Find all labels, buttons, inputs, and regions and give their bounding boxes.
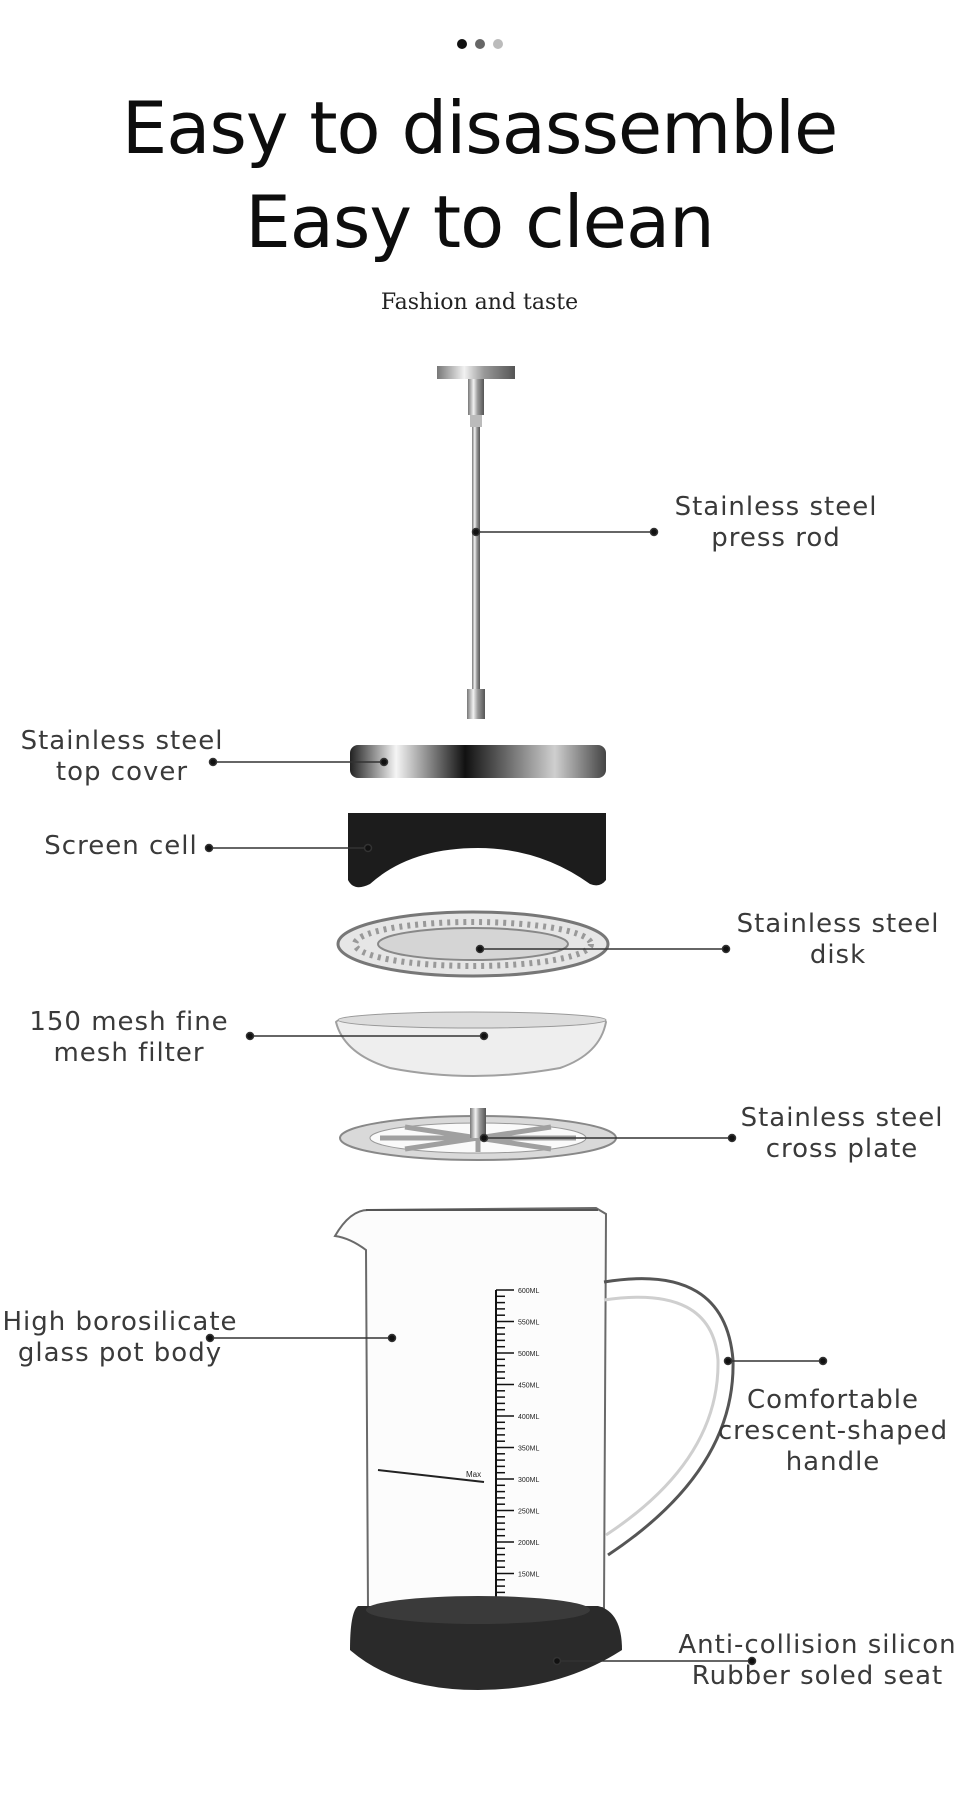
scale-mark-label: 550ML	[518, 1320, 540, 1327]
label-handle: Comfortable crescent-shaped handle	[717, 1385, 949, 1477]
label-press-rod: Stainless steel press rod	[674, 492, 878, 553]
scale-mark-label: 200ML	[518, 1540, 540, 1547]
scale-mark-label: 150ML	[518, 1572, 540, 1579]
headline-line-1: Easy to disassemble	[121, 86, 839, 170]
carousel-dot-3[interactable]	[492, 39, 503, 49]
cross-plate-part	[339, 1108, 617, 1161]
top-cover-part	[350, 745, 606, 778]
press-rod-part	[437, 366, 515, 719]
label-mesh-filter: 150 mesh fine mesh filter	[29, 1007, 229, 1068]
silicone-base-part	[350, 1606, 622, 1690]
scale-mark-label: 300ML	[518, 1477, 540, 1484]
label-screen-cell: Screen cell	[44, 831, 198, 861]
label-cross-plate: Stainless steel cross plate	[740, 1103, 944, 1164]
scale-mark-label: 250ML	[518, 1509, 540, 1516]
scale-mark-label: 400ML	[518, 1414, 540, 1421]
mesh-filter-part	[334, 1011, 608, 1077]
scale-mark-label: 350ML	[518, 1446, 540, 1453]
screen-cell-part	[348, 813, 606, 888]
scale-mark-label: 600ML	[518, 1288, 540, 1295]
subtitle: Fashion and taste	[380, 290, 579, 315]
label-base: Anti-collision silicon Rubber soled seat	[678, 1630, 957, 1691]
max-line-label: Max	[466, 1470, 481, 1479]
carousel-dot-2[interactable]	[474, 39, 485, 49]
label-top-cover: Stainless steel top cover	[20, 726, 224, 787]
scale-mark-label: 450ML	[518, 1383, 540, 1390]
callout-lines	[204, 527, 828, 1666]
scale-mark-label: 500ML	[518, 1351, 540, 1358]
label-disk: Stainless steel disk	[736, 909, 940, 970]
label-pot-body: High borosilicate glass pot body	[2, 1307, 238, 1368]
carousel-dot-1[interactable]	[456, 39, 467, 49]
glass-pot-part: 600ML 550ML 500ML 450ML 400ML 350ML 300ML 250ML…	[333, 1206, 735, 1690]
disk-part	[336, 910, 610, 978]
carousel-indicator[interactable]	[0, 36, 959, 54]
headline-line-2: Easy to clean	[245, 180, 714, 264]
